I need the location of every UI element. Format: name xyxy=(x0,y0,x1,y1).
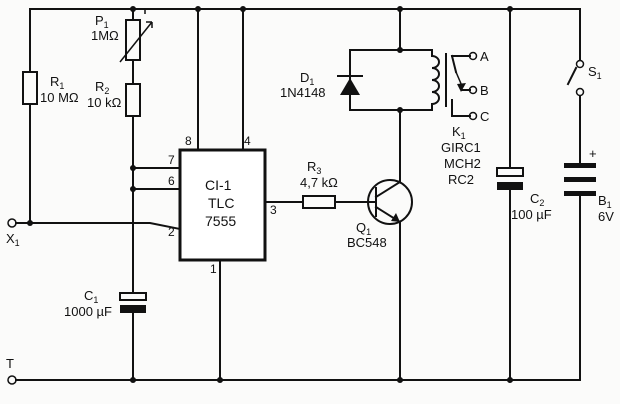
capacitor-c2-plate-positive xyxy=(496,167,524,177)
q1-part: BC548 xyxy=(347,235,387,250)
k1-ref: K1 xyxy=(452,124,466,141)
c2-ref: C2 xyxy=(530,191,544,208)
terminal-x1: X1 xyxy=(6,218,31,248)
ic-pin-1: 1 xyxy=(210,262,217,276)
ic-pin-2: 2 xyxy=(168,225,175,239)
r3-value: 4,7 kΩ xyxy=(300,175,338,190)
relay-contact-c xyxy=(468,111,478,121)
switch-s1-lever xyxy=(566,66,578,86)
terminal-x1-symbol xyxy=(7,218,17,228)
switch-s1: S1 xyxy=(566,8,602,151)
p1-value: 1MΩ xyxy=(91,28,119,43)
relay-coil-symbol xyxy=(431,49,440,111)
relay-coil-and-diode: D1 1N4148 xyxy=(280,8,447,151)
c1-ref: C1 xyxy=(84,288,98,305)
ic-name-line3: 7555 xyxy=(205,213,236,229)
c2-value: 100 µF xyxy=(511,207,552,222)
ic-body xyxy=(178,148,267,262)
q1-ref: Q1 xyxy=(356,220,371,237)
r2-ref: R2 xyxy=(95,79,109,96)
ic-name-line1: CI-1 xyxy=(205,177,232,193)
transistor-q1-body xyxy=(367,179,413,225)
relay-label-a: A xyxy=(480,49,489,64)
t-label: T xyxy=(6,356,14,371)
resistor-r1-symbol xyxy=(22,71,38,105)
ic-pin-4: 4 xyxy=(244,134,251,148)
resistor-r3: R3 4,7 kΩ xyxy=(300,159,377,209)
relay-contact-b xyxy=(468,85,478,95)
resistor-r2-symbol xyxy=(125,83,141,117)
battery-cell-1 xyxy=(564,163,596,168)
d1-part: 1N4148 xyxy=(280,85,326,100)
capacitor-c1-plate-negative xyxy=(120,305,146,313)
r3-ref: R3 xyxy=(307,159,321,176)
b1-ref: B1 xyxy=(598,193,612,210)
terminal-t: T xyxy=(6,356,17,385)
c1-value: 1000 µF xyxy=(64,304,112,319)
k1-part-line1: GIRC1 xyxy=(441,140,481,155)
resistor-r3-symbol xyxy=(302,195,336,209)
ic-7555: CI-1 TLC 7555 8 4 7 6 2 3 1 xyxy=(29,8,304,381)
junction-dots xyxy=(27,6,513,383)
k1-part-line3: RC2 xyxy=(448,172,474,187)
s1-ref: S1 xyxy=(588,64,602,81)
ic-name-line2: TLC xyxy=(208,195,234,211)
ic-pin-3: 3 xyxy=(270,203,277,217)
relay-contact-a xyxy=(468,51,478,61)
b1-value: 6V xyxy=(598,209,614,224)
d1-ref: D1 xyxy=(300,70,314,87)
ic-pin-6: 6 xyxy=(168,174,175,188)
capacitor-c2: C2 100 µF xyxy=(496,8,552,381)
transistor-q1: Q1 BC548 xyxy=(347,149,413,381)
r1-ref: R1 xyxy=(50,74,64,91)
capacitor-c2-plate-negative xyxy=(497,182,523,190)
battery-cell-3 xyxy=(564,191,596,196)
relay-label-b: B xyxy=(480,83,489,98)
capacitor-c1-plate-positive xyxy=(119,292,147,301)
r2-value: 10 kΩ xyxy=(87,95,122,110)
r1-value: 10 MΩ xyxy=(40,90,79,105)
relay-label-c: C xyxy=(480,109,489,124)
timing-branch: P1 1MΩ R2 10 kΩ C1 1000 µF xyxy=(64,8,153,381)
diode-d1-symbol xyxy=(340,78,360,95)
battery-cell-2 xyxy=(564,177,596,182)
relay-contacts: A B C K1 GIRC1 MCH2 RC2 xyxy=(441,49,489,187)
ic-pin-7: 7 xyxy=(168,153,175,167)
p1-ref: P1 xyxy=(95,13,109,30)
terminal-t-symbol xyxy=(7,375,17,385)
resistor-r1-branch: R1 10 MΩ xyxy=(22,8,79,224)
ic-pin-8: 8 xyxy=(185,134,192,148)
b1-plus-sign: + xyxy=(589,146,597,161)
x1-label: X1 xyxy=(6,231,20,248)
k1-part-line2: MCH2 xyxy=(444,156,481,171)
battery-b1: + B1 6V xyxy=(564,146,614,381)
